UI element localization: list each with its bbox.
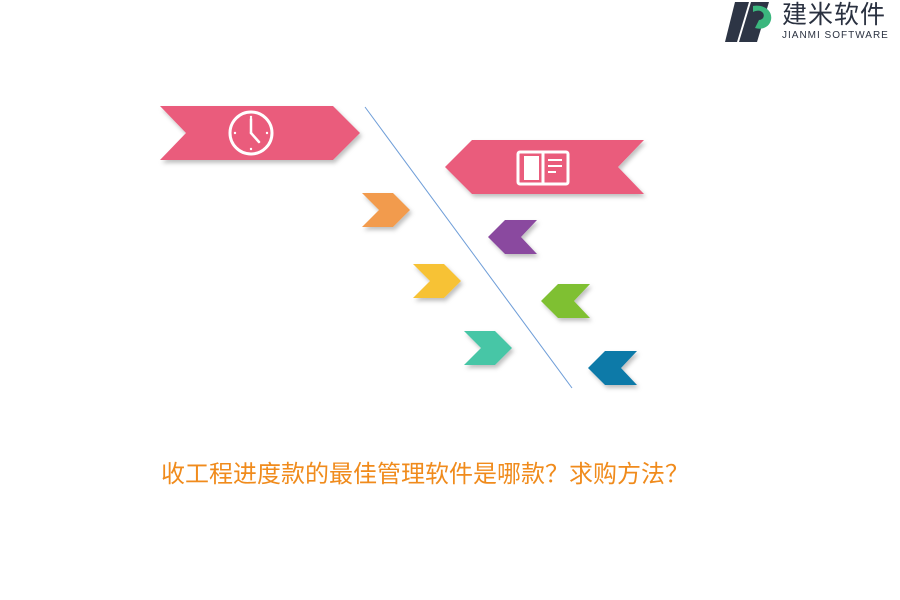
chevron-green [541,284,590,318]
clock-icon [228,110,274,156]
chevron-orange [362,193,410,227]
chevron-yellow [413,264,461,298]
chevron-teal [464,331,512,365]
chevron-blue [588,351,637,385]
chevron-purple [488,220,537,254]
jianmi-logo: 建米软件 JIANMI SOFTWARE [725,0,900,48]
headline: 收工程进度款的最佳管理软件是哪款？求购方法？ [161,460,689,488]
arrow-diagram [160,106,644,389]
clock-banner [160,106,360,160]
logo-mark-icon [725,2,772,42]
logo-name-cn: 建米软件 [782,0,887,29]
book-icon [516,150,570,186]
divider-line [364,106,573,389]
logo-name-en: JIANMI SOFTWARE [782,30,889,41]
